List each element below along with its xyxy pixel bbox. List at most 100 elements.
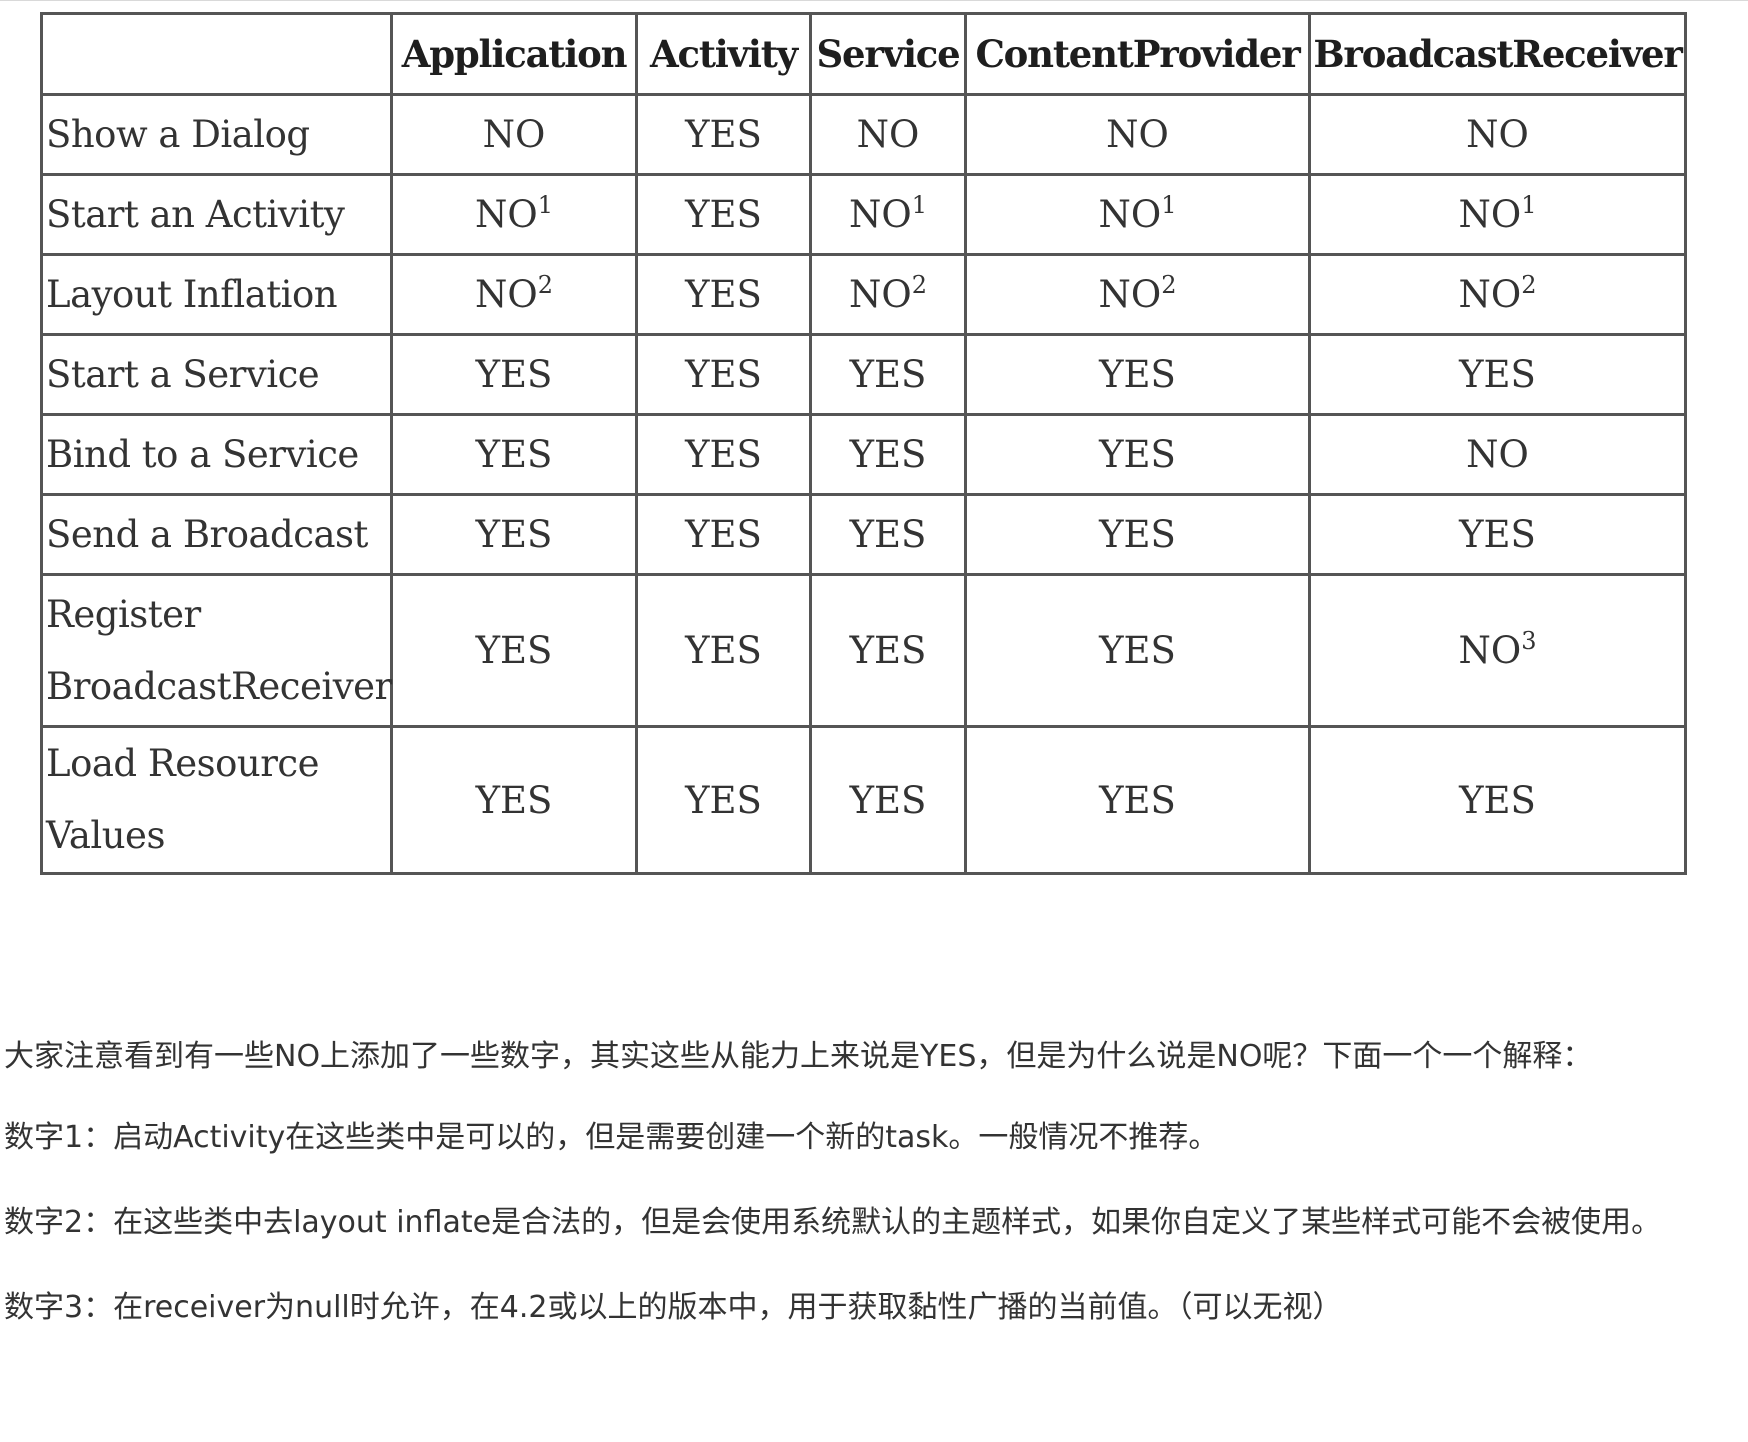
cell-value: YES (849, 513, 927, 556)
table-cell: YES (635, 493, 812, 576)
header-content-provider: ContentProvider (964, 12, 1311, 96)
table-cell: NO (964, 93, 1311, 176)
cell-value: NO (849, 193, 912, 236)
cell-value: YES (1099, 433, 1176, 476)
context-capability-table: Application Activity Service ContentProv… (40, 12, 1687, 875)
row-label: Show a Dialog (40, 93, 393, 176)
table-cell: NO1 (390, 173, 638, 256)
table-cell: YES (390, 493, 638, 576)
table-cell: NO (1308, 93, 1687, 176)
cell-value: YES (1459, 513, 1536, 556)
table-cell: NO (1308, 413, 1687, 496)
cell-value: YES (475, 353, 553, 396)
table-cell: YES (635, 93, 812, 176)
table-cell: NO2 (964, 253, 1311, 336)
table-cell: NO2 (1308, 253, 1687, 336)
table-cell: NO (809, 93, 967, 176)
note-1: 数字1：启动Activity在这些类中是可以的，但是需要创建一个新的task。一… (4, 1120, 1219, 1155)
table-cell: NO3 (1308, 573, 1687, 728)
row-label: Load Resource Values (40, 725, 393, 875)
footnote-marker: 1 (537, 191, 553, 219)
table-cell: YES (809, 413, 967, 496)
row-label: Start a Service (40, 333, 393, 416)
footnote-marker: 1 (911, 191, 927, 219)
header-broadcast-receiver: BroadcastReceiver (1308, 12, 1687, 96)
cell-value: YES (475, 513, 553, 556)
cell-value: YES (685, 629, 762, 672)
cell-value: NO (1098, 193, 1162, 236)
table-cell: NO2 (809, 253, 967, 336)
footnote-marker: 1 (1521, 191, 1537, 219)
table-cell: YES (635, 725, 812, 875)
table-cell: YES (635, 413, 812, 496)
footnote-marker: 2 (537, 271, 553, 299)
table-cell: YES (635, 253, 812, 336)
table-cell: YES (1308, 333, 1687, 416)
cell-value: NO (1458, 193, 1522, 236)
table-cell: YES (635, 573, 812, 728)
table-cell: YES (809, 333, 967, 416)
table-cell: YES (809, 493, 967, 576)
table-cell: YES (635, 333, 812, 416)
table-cell: NO1 (964, 173, 1311, 256)
cell-value: YES (849, 778, 927, 822)
table-row: Start a Service YES YES YES YES YES (40, 333, 1687, 416)
cell-value: YES (475, 629, 553, 672)
note-3: 数字3：在receiver为null时允许，在4.2或以上的版本中，用于获取黏性… (4, 1290, 1343, 1325)
cell-value: YES (1459, 778, 1536, 822)
cell-value: NO (849, 273, 912, 316)
cell-value: YES (1459, 353, 1536, 396)
footnote-marker: 1 (1161, 191, 1177, 219)
table-header-row: Application Activity Service ContentProv… (40, 12, 1687, 96)
note-2: 数字2：在这些类中去layout inflate是合法的，但是会使用系统默认的主… (4, 1205, 1662, 1240)
header-corner (40, 12, 393, 96)
top-divider (0, 0, 1748, 1)
cell-value: YES (1099, 513, 1176, 556)
table-cell: YES (390, 725, 638, 875)
table-cell: YES (1308, 493, 1687, 576)
cell-value: NO (482, 113, 546, 156)
cell-value: YES (685, 353, 762, 396)
cell-value: YES (849, 433, 927, 476)
row-label: Bind to a Service (40, 413, 393, 496)
cell-value: YES (685, 433, 762, 476)
table-cell: YES (809, 725, 967, 875)
table-cell: YES (809, 573, 967, 728)
footnote-marker: 2 (911, 271, 927, 299)
footnote-marker: 2 (1521, 271, 1537, 299)
cell-value: NO (475, 273, 538, 316)
cell-value: NO (475, 193, 538, 236)
header-activity: Activity (635, 12, 812, 96)
cell-value: YES (685, 513, 762, 556)
row-label: Register BroadcastReceiver (40, 573, 393, 728)
cell-value: YES (1099, 353, 1176, 396)
table-cell: YES (1308, 725, 1687, 875)
cell-value: YES (685, 778, 762, 822)
table-cell: YES (964, 725, 1311, 875)
footnote-marker: 3 (1521, 627, 1537, 655)
table-cell: NO1 (809, 173, 967, 256)
row-label: Send a Broadcast (40, 493, 393, 576)
table-cell: NO (390, 93, 638, 176)
table-cell: YES (964, 493, 1311, 576)
cell-value: NO (856, 113, 920, 156)
row-label: Layout Inflation (40, 253, 393, 336)
table-cell: YES (635, 173, 812, 256)
cell-value: NO (1106, 113, 1169, 156)
table-row: Load Resource Values YES YES YES YES YES (40, 725, 1687, 875)
cell-value: YES (475, 433, 553, 476)
cell-value: YES (685, 193, 762, 236)
cell-value: YES (849, 629, 927, 672)
notes-intro: 大家注意看到有一些NO上添加了一些数字，其实这些从能力上来说是YES，但是为什么… (4, 1039, 1593, 1074)
notes-section: 大家注意看到有一些NO上添加了一些数字，其实这些从能力上来说是YES，但是为什么… (4, 1030, 1714, 1366)
cell-value: NO (1098, 273, 1162, 316)
cell-value: YES (1099, 629, 1176, 672)
footnote-marker: 2 (1161, 271, 1177, 299)
table-cell: NO1 (1308, 173, 1687, 256)
table-cell: YES (390, 573, 638, 728)
cell-value: YES (685, 273, 762, 316)
cell-value: NO (1466, 113, 1529, 156)
cell-value: YES (475, 778, 553, 822)
